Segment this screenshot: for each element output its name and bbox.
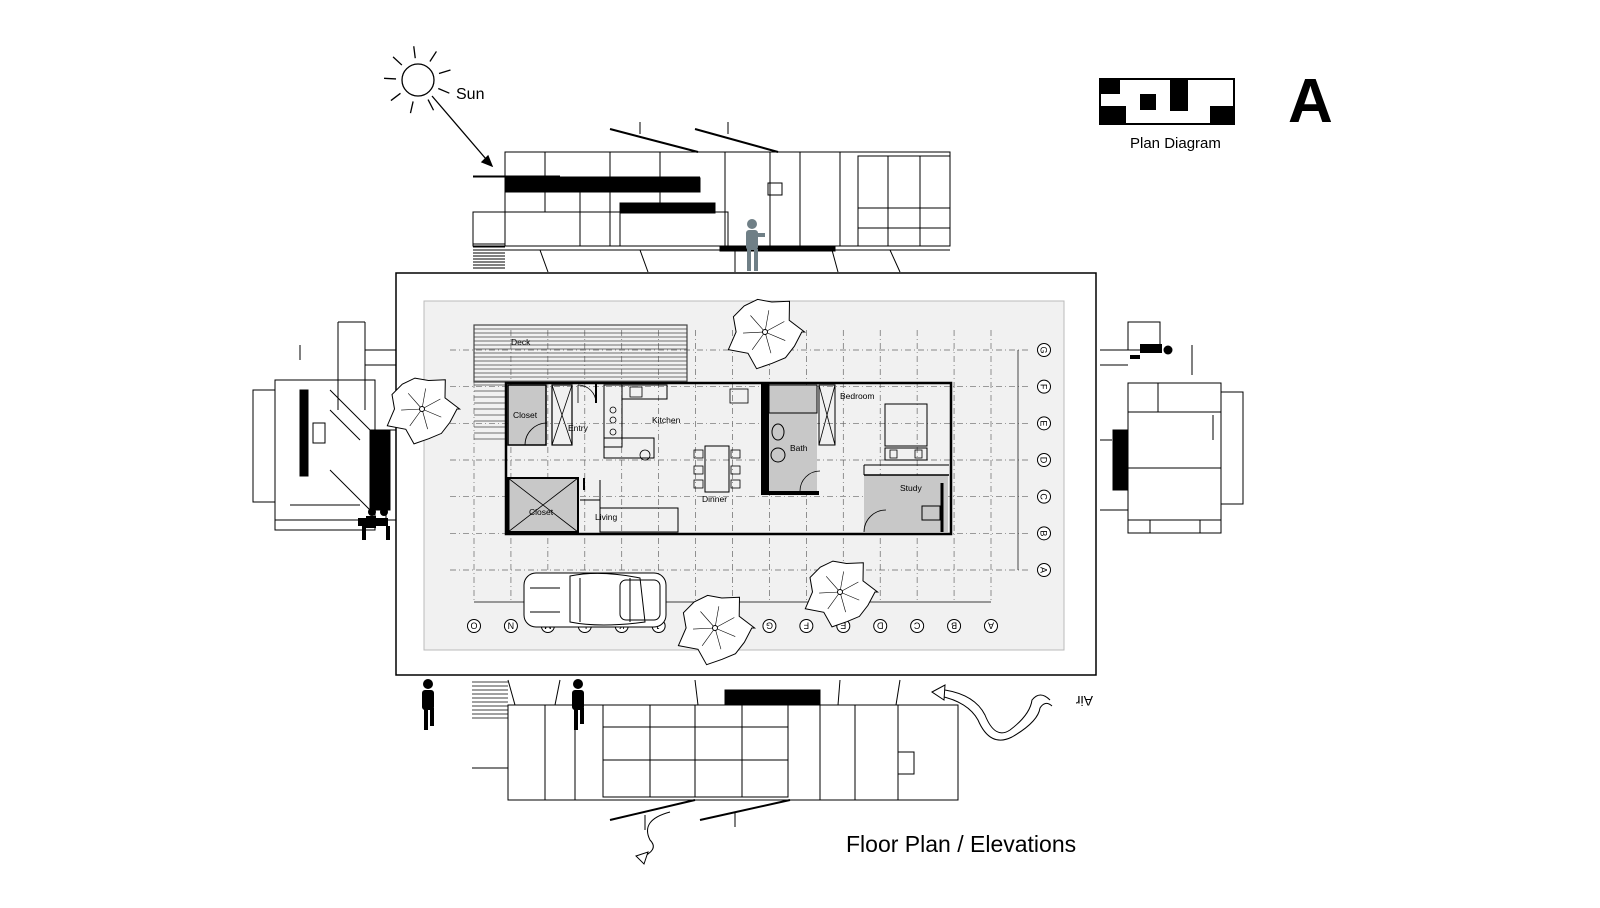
svg-text:B: B [951,621,957,631]
person-figure [358,508,390,540]
room-deck: Deck [511,337,531,347]
person-figure [746,219,765,271]
grid-bubble-col: F [799,619,814,633]
svg-text:G: G [1039,346,1049,353]
tree-icon [727,298,807,370]
grid-bubble-row: D [1037,453,1051,467]
top-elevation [472,122,951,273]
svg-text:D: D [1039,457,1049,464]
deck [473,324,688,440]
grid-bubble-col: A [984,619,998,633]
room-living: Living [595,512,617,522]
grid-bubble-row: B [1037,526,1051,541]
grid-bubble-row: F [1037,379,1051,394]
air-label: Air [1076,693,1093,709]
grid-bubble-col: O [467,619,481,633]
svg-text:E: E [840,621,846,631]
car-icon [523,572,667,628]
tree-icon [677,594,757,666]
svg-text:D: D [876,621,883,631]
sun-label: Sun [456,86,484,103]
grid-bubble-col: B [947,619,962,633]
plan-diagram [1099,78,1235,125]
scheme-letter: A [1288,67,1333,136]
svg-text:B: B [1039,530,1049,536]
room-labels: Deck Closet Entry Kitchen Bedroom Bath C… [511,337,922,522]
svg-text:N: N [508,621,515,631]
sun-icon [384,46,494,168]
person-figure [1130,344,1173,359]
person-figure [422,679,584,730]
svg-text:C: C [1039,493,1049,500]
svg-text:C: C [913,621,920,631]
house-plan [504,381,953,536]
room-study: Study [900,483,922,493]
svg-text:E: E [1039,420,1049,426]
room-bedroom: Bedroom [840,391,875,401]
grid-bubble-row: C [1037,489,1051,504]
tree-icon [804,560,880,628]
svg-text:F: F [1039,384,1049,390]
right-elevation [1100,321,1244,534]
svg-text:G: G [766,621,773,631]
svg-text:A: A [988,621,994,631]
svg-text:F: F [803,621,809,631]
left-elevation [252,321,397,531]
bottom-stair [472,681,508,719]
sheet-caption: Floor Plan / Elevations [846,831,1076,857]
grid-bubble-col: D [873,619,888,633]
room-closet-1: Closet [513,410,538,420]
grid-bubble-row: G [1037,343,1051,357]
grid-bubble-col: G [762,619,777,633]
air-flow-arrow [931,684,1053,741]
room-kitchen: Kitchen [652,415,681,425]
grid-bubble-col: N [503,619,518,633]
room-dinner: Dinner [702,494,727,504]
grid-bubble-row: A [1037,563,1051,577]
grid-bubble-row: E [1037,416,1051,431]
room-entry: Entry [568,423,589,433]
room-closet-2: Closet [529,507,554,517]
svg-text:O: O [470,621,477,631]
grid-bubble-col: C [910,619,925,633]
plan-diagram-label: Plan Diagram [1130,135,1221,152]
tree-icon [386,377,462,445]
svg-text:A: A [1039,567,1049,573]
room-bath: Bath [790,443,808,453]
